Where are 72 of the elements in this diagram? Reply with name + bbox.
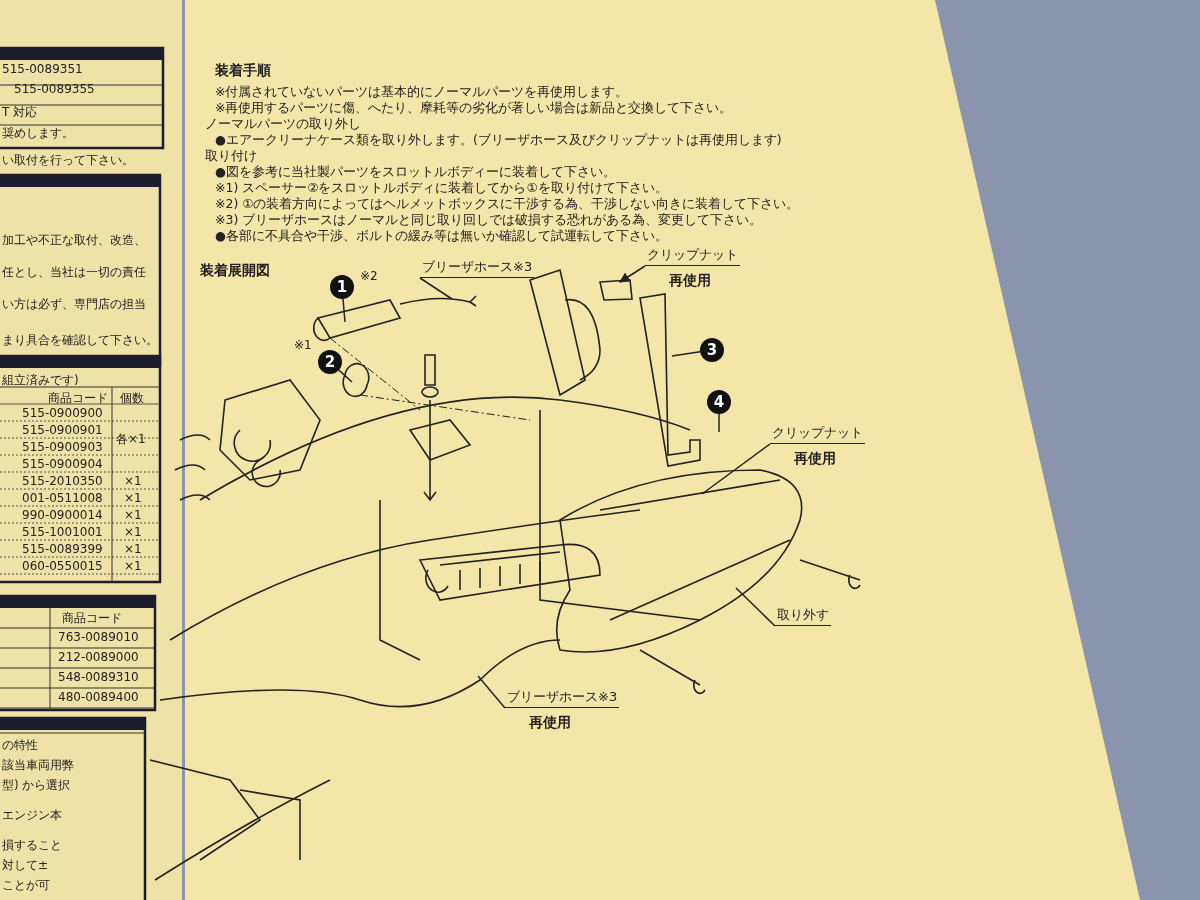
part-label: ブリーザホース※3 (505, 688, 620, 708)
note-mark: ※1 (294, 338, 312, 352)
column-header: 個数 (120, 390, 144, 407)
part-code: 548-0089310 (58, 670, 139, 684)
part-label: クリップナット (645, 246, 740, 266)
note-mark: ※2 (360, 269, 378, 283)
instruction-text: ※付属されていないパーツは基本的にノーマルパーツを再使用します。 (215, 84, 629, 101)
notice-text: い方は必ず、専門店の担当 (2, 296, 146, 313)
part-code: 515-0900903 (22, 440, 103, 454)
part-code: 515-2010350 (22, 474, 103, 488)
quantity: ×1 (124, 474, 142, 488)
instruction-text: ※1) スペーサー②をスロットルボディに装着してから①を取り付けて下さい。 (215, 180, 668, 197)
subheading: 取り付け (205, 148, 257, 165)
notice-text: 加工や不正な取付、改造、 (2, 232, 146, 249)
note-text: い取付を行って下さい。 (2, 152, 134, 169)
part-code: 515-1001001 (22, 525, 103, 539)
notice-text: ことが可 (2, 877, 50, 894)
table-caption: 組立済みです) (2, 372, 79, 389)
leader-line (477, 675, 506, 709)
quantity: ×1 (124, 508, 142, 522)
part-label: クリップナット (770, 424, 865, 444)
part-code: 515-0900904 (22, 457, 103, 471)
part-code: 480-0089400 (58, 690, 139, 704)
section-heading: 装着展開図 (200, 262, 270, 280)
notice-text: まり具合を確認して下さい。 (2, 332, 158, 349)
part-label: 取り外す (775, 606, 831, 626)
part-code: 212-0089000 (58, 650, 139, 664)
column-header: 商品コード (48, 390, 108, 407)
notice-text: 型) から選択 (2, 777, 71, 794)
quantity: ×1 (124, 559, 142, 573)
leader-line (342, 298, 346, 323)
part-code: 515-0089351 (2, 62, 83, 76)
instruction-text: ●各部に不具合や干渉、ボルトの緩み等は無いか確認して試運転して下さい。 (215, 228, 668, 245)
note-text: 奨めします。 (2, 125, 74, 142)
part-code: 060-0550015 (22, 559, 103, 573)
leader-line (338, 369, 353, 383)
leader-line (619, 265, 646, 283)
quantity: ×1 (124, 525, 142, 539)
part-code: 001-0511008 (22, 491, 103, 505)
notice-text: 対して± (2, 857, 49, 874)
notice-text: エンジン本 (2, 807, 62, 824)
part-code: 990-0900014 (22, 508, 103, 522)
notice-text: 任とし、当社は一切の責任 (2, 264, 146, 281)
section-heading: 装着手順 (215, 62, 271, 80)
notice-text: 該当車両用弊 (2, 757, 74, 774)
notice-text: 損すること (2, 837, 62, 854)
fitment-note: T 対応 (2, 104, 38, 121)
instruction-text: ※再使用するパーツに傷、へたり、摩耗等の劣化が著しい場合は新品と交換して下さい。 (215, 100, 733, 117)
instruction-text: ※3) ブリーザホースはノーマルと同じ取り回しでは破損する恐れがある為、変更して下さい。 (215, 212, 763, 229)
part-code: 763-0089010 (58, 630, 139, 644)
part-code: 515-0089399 (22, 542, 103, 556)
leader-line (735, 587, 776, 627)
part-code: 515-0089355 (14, 82, 95, 96)
leader-line (671, 351, 701, 357)
quantity: 各×1 (116, 431, 146, 448)
instruction-text: ●エアークリーナケース類を取り外します。(ブリーザホース及びクリップナットは再使用します) (215, 132, 782, 149)
reuse-note: 再使用 (529, 714, 572, 732)
instruction-text: ※2) ①の装着方向によってはヘルメットボックスに干渉する為、干渉しない向きに装着して下さい。 (215, 196, 800, 213)
leader-line (419, 277, 453, 300)
subheading: ノーマルパーツの取り外し (205, 116, 361, 133)
leader-line (718, 413, 720, 433)
quantity: ×1 (124, 491, 142, 505)
reuse-note: 再使用 (794, 450, 837, 468)
quantity: ×1 (124, 542, 142, 556)
instruction-text: ●図を参考に当社製パーツをスロットルボディーに装着して下さい。 (215, 164, 616, 181)
part-code: 515-0900900 (22, 406, 103, 420)
part-label: ブリーザホース※3 (420, 258, 535, 278)
leader-line (701, 443, 771, 495)
column-header: 商品コード (62, 610, 122, 627)
part-code: 515-0900901 (22, 423, 103, 437)
reuse-note: 再使用 (669, 272, 712, 290)
notice-text: の特性 (2, 737, 38, 754)
